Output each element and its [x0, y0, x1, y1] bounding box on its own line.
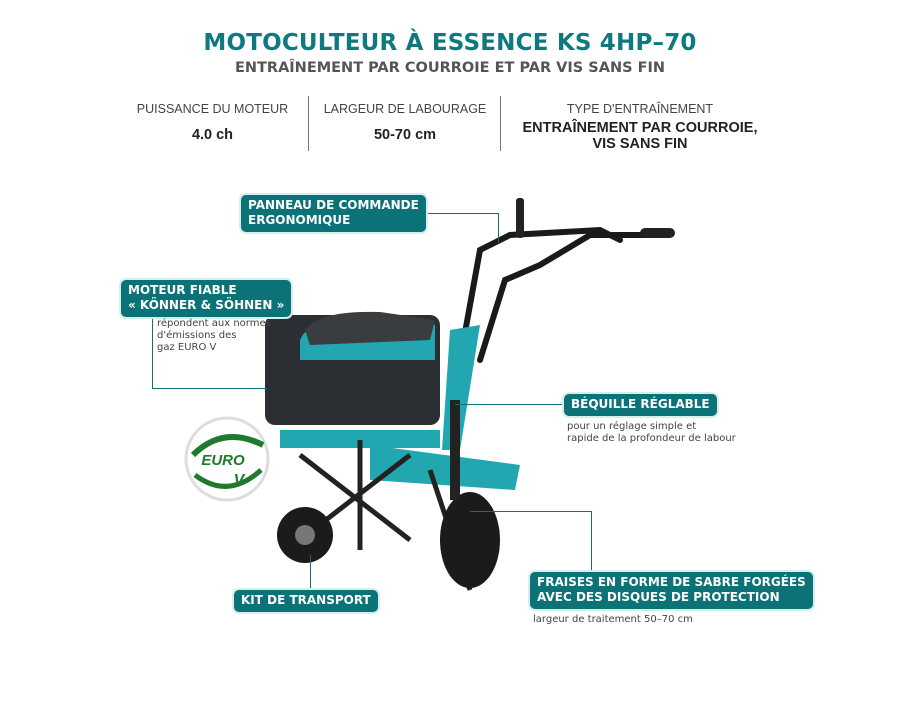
callout-text: ERGONOMIQUE [248, 213, 351, 227]
callout-text: PANNEAU DE COMMANDE [248, 198, 419, 212]
leader-line [152, 312, 153, 388]
callout-text: MOTEUR FIABLE [128, 283, 237, 297]
spec-drive-label: TYPE D'ENTRAÎNEMENT [566, 102, 714, 116]
divider [308, 96, 309, 151]
leader-line [591, 511, 592, 571]
leader-line [310, 555, 311, 590]
badge-text: V [234, 472, 246, 489]
note-text: pour un réglage simple et [567, 421, 697, 432]
spec-power-value: 4.0 ch [191, 127, 234, 143]
callout-control-panel: PANNEAU DE COMMANDE ERGONOMIQUE [241, 195, 426, 232]
callout-text: FRAISES EN FORME DE SABRE FORGÉES [537, 575, 806, 589]
callout-text: « KÖNNER & SÖHNEN » [128, 298, 285, 312]
spec-power-label: PUISSANCE DU MOTEUR [136, 102, 289, 116]
badge-text: EURO [201, 452, 245, 469]
note-text: répondent aux normes [157, 318, 271, 329]
stand-note: pour un réglage simple et rapide de la p… [567, 421, 736, 445]
spec-width-value: 50-70 cm [373, 127, 437, 143]
leader-line [498, 213, 499, 243]
tiller-illustration [265, 198, 675, 591]
page-title: MOTOCULTEUR À ESSENCE KS 4HP–70 [203, 30, 697, 56]
leader-line [152, 388, 267, 389]
spec-drive-value-2: VIS SANS FIN [592, 136, 688, 152]
callout-engine: MOTEUR FIABLE « KÖNNER & SÖHNEN » [121, 280, 292, 317]
callout-tines: FRAISES EN FORME DE SABRE FORGÉES AVEC D… [530, 572, 813, 609]
note-text: rapide de la profondeur de labour [567, 433, 736, 444]
note-text: gaz EURO V [157, 342, 217, 353]
spec-drive-value-1: ENTRAÎNEMENT PAR COURROIE, [522, 120, 758, 136]
divider [500, 96, 501, 151]
engine-note: répondent aux normes d'émissions des gaz… [157, 318, 271, 354]
euro-v-badge-icon: EURO V [184, 416, 270, 502]
leader-line [455, 404, 565, 405]
leader-line [470, 511, 591, 512]
callout-text: AVEC DES DISQUES DE PROTECTION [537, 590, 780, 604]
leader-line [408, 213, 498, 214]
note-text: d'émissions des [157, 330, 237, 341]
page-subtitle: ENTRAÎNEMENT PAR COURROIE ET PAR VIS SAN… [234, 60, 666, 76]
tines-note: largeur de traitement 50–70 cm [533, 614, 693, 625]
spec-width-label: LARGEUR DE LABOURAGE [323, 102, 487, 116]
callout-transport: KIT DE TRANSPORT [234, 590, 378, 612]
callout-stand: BÉQUILLE RÉGLABLE [564, 394, 717, 416]
